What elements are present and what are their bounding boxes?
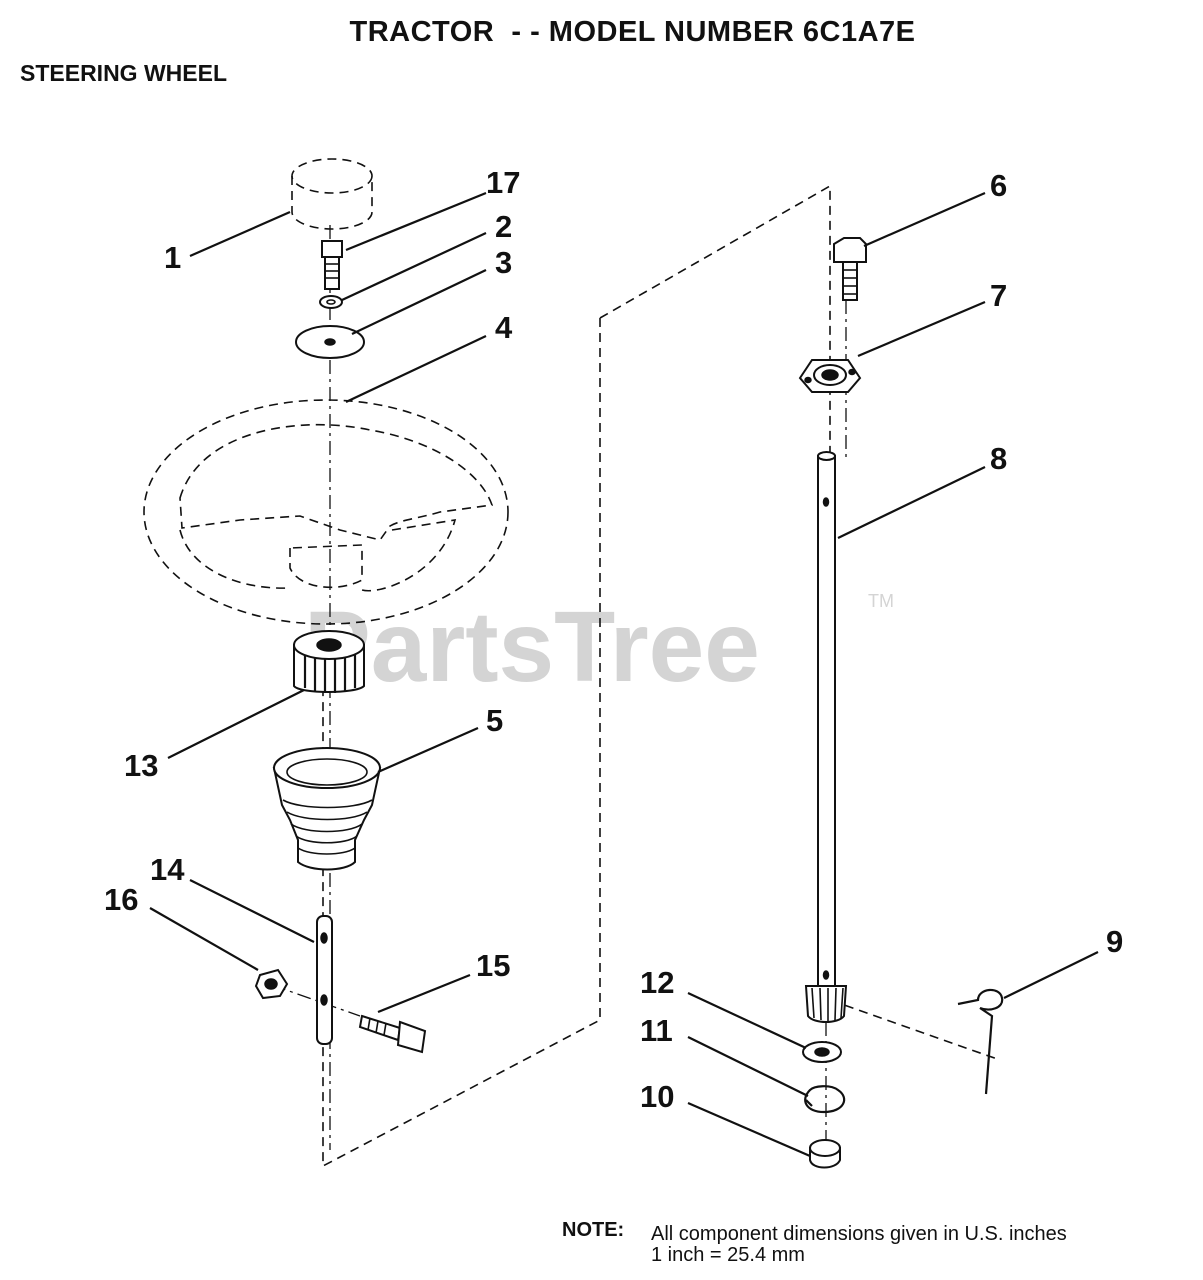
note-line-2: 1 inch = 25.4 mm [651,1244,805,1266]
callout-15: 15 [476,948,510,983]
part-2-lock-washer[interactable] [319,295,343,309]
callout-5: 5 [486,703,503,738]
callout-3: 3 [495,245,512,280]
part-13-splined-hub[interactable] [293,630,365,693]
callout-14: 14 [150,852,185,887]
note-label: NOTE: [562,1219,624,1241]
callout-6: 6 [990,168,1007,203]
callout-10: 10 [640,1079,674,1114]
callout-4: 4 [495,310,513,345]
watermark-trademark: TM [868,591,894,611]
part-9-clip[interactable] [957,988,1004,1095]
part-10-cap-nut[interactable] [809,1139,841,1169]
part-14-lower-shaft[interactable] [316,915,333,1045]
part-12-washer[interactable] [802,1041,842,1063]
callout-11: 11 [640,1013,673,1048]
callout-13: 13 [124,748,158,783]
diagram-title: TRACTOR - - MODEL NUMBER 6C1A7E [349,16,916,48]
part-15-bolt[interactable] [358,1014,427,1054]
callout-1: 1 [164,240,181,275]
part-8-steering-shaft[interactable] [817,451,836,987]
leader-lines [149,191,1099,1158]
part-7-flange-bearing[interactable] [798,359,862,393]
callout-8: 8 [990,441,1007,476]
callout-7: 7 [990,278,1007,313]
note-line-1: All component dimensions given in U.S. i… [651,1223,1067,1245]
callout-16: 16 [104,882,138,917]
callout-9: 9 [1106,924,1123,959]
part-8-pinion-gear[interactable] [804,985,848,1023]
part-1-cap[interactable] [291,158,373,230]
part-17-bolt[interactable] [321,240,343,290]
callout-17: 17 [486,165,520,200]
assembly-boundary [322,184,1001,1168]
part-6-bolt[interactable] [833,237,867,301]
part-4-steering-wheel[interactable] [143,399,509,625]
watermark: PartsTree [304,591,760,703]
callout-12: 12 [640,965,674,1000]
callout-2: 2 [495,209,512,244]
part-11-retaining-ring[interactable] [804,1085,846,1114]
part-16-nut[interactable] [254,968,289,1000]
assembly-name: STEERING WHEEL [20,60,228,86]
part-3-flat-washer[interactable] [295,325,365,359]
part-5-boot[interactable] [272,747,382,871]
